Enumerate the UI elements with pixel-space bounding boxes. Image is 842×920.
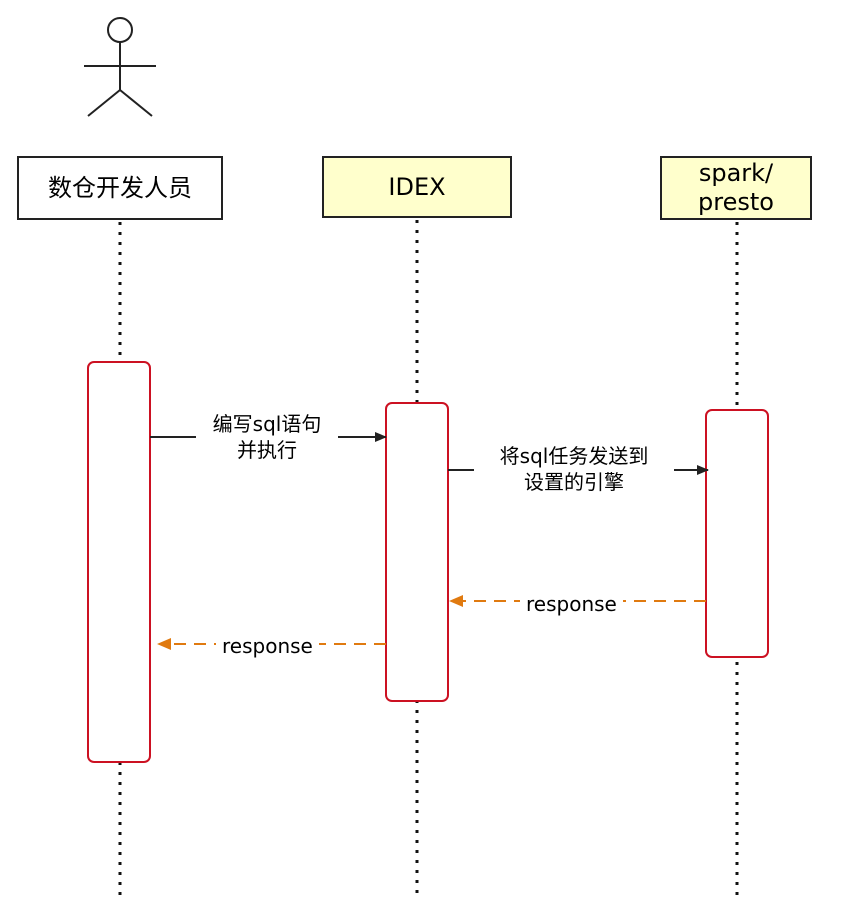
response-label-r1: response: [520, 591, 623, 617]
message-label-m1: 编写sql语句 并执行: [196, 411, 338, 463]
activation-bar-dev: [87, 361, 151, 763]
participant-idex: IDEX: [322, 156, 512, 218]
message-label-m2: 将sql任务发送到 设置的引擎: [474, 443, 674, 495]
response-label-r2: response: [216, 633, 319, 659]
participant-dev: 数仓开发人员: [17, 156, 223, 220]
activation-bar-idex: [385, 402, 449, 702]
stick-figure-actor-icon: [84, 17, 156, 117]
activation-bar-spark: [705, 409, 769, 658]
participant-spark-presto: spark/ presto: [660, 156, 812, 220]
